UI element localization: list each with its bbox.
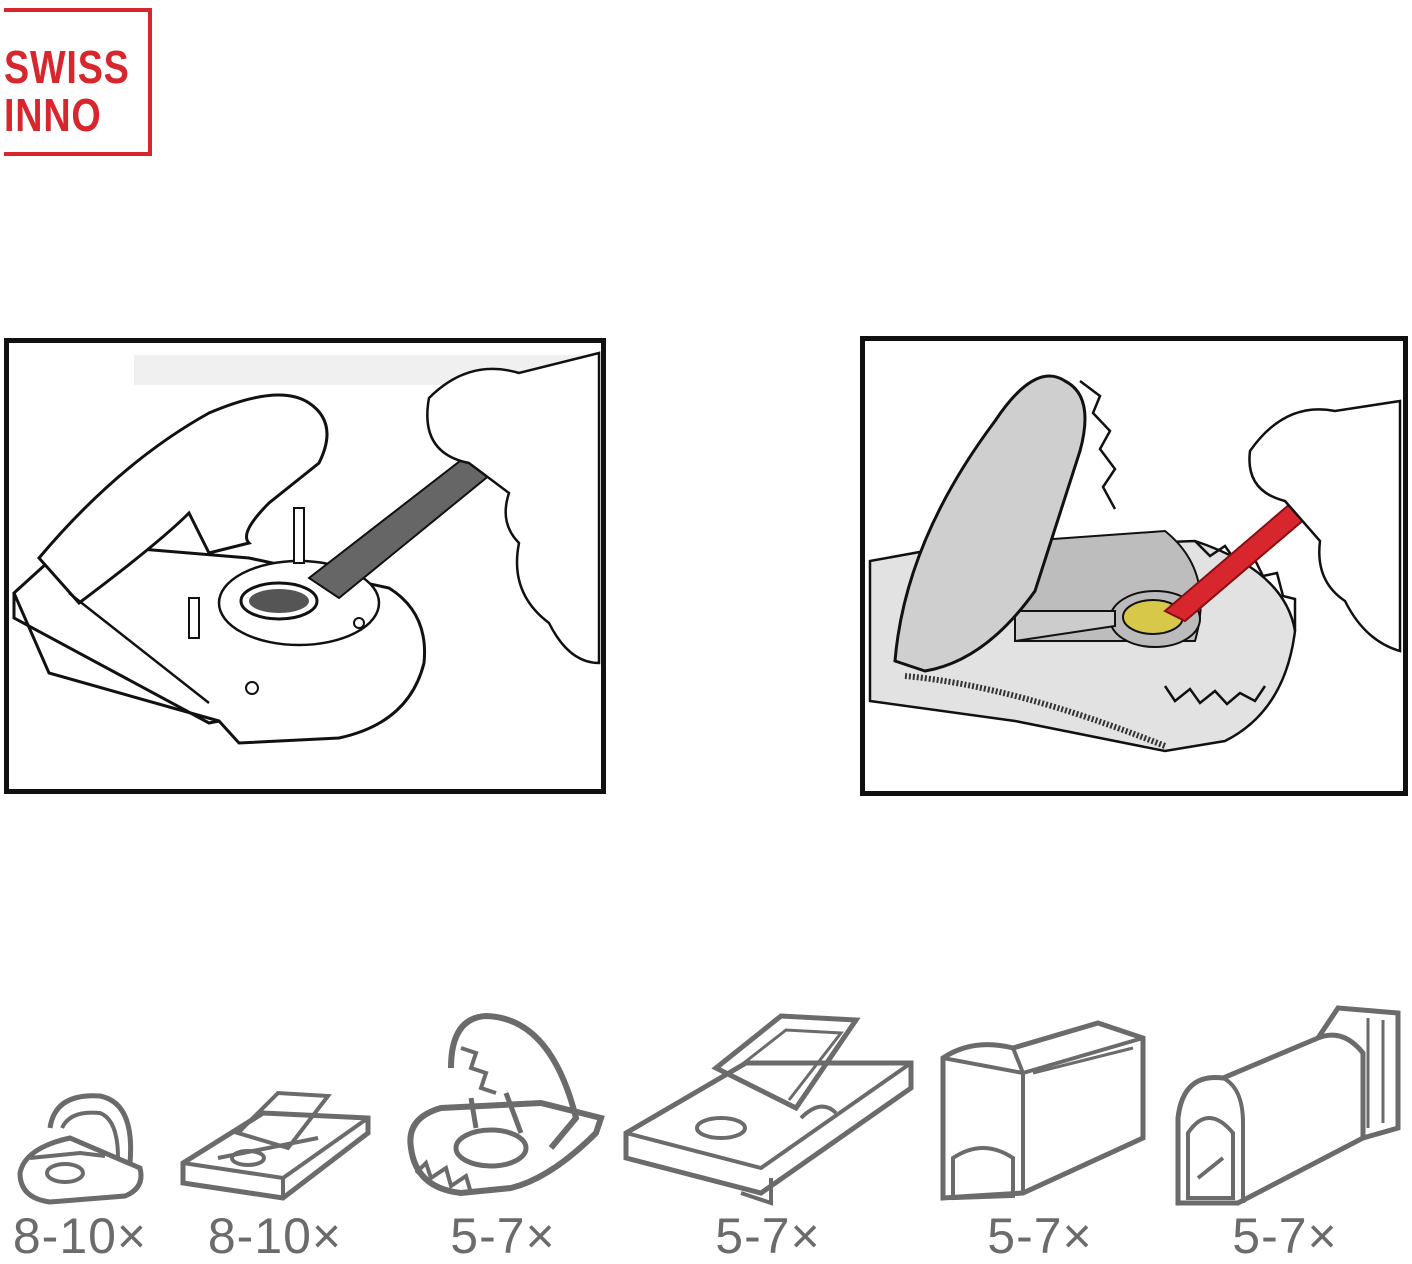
trap-usage-count: 5-7× xyxy=(987,1208,1093,1264)
trap-item: 5-7× xyxy=(618,1008,918,1264)
box-trap-icon xyxy=(940,1020,1145,1201)
trap-usage-count: 5-7× xyxy=(450,1208,556,1264)
wooden-snap-trap-icon xyxy=(180,1090,370,1201)
trap-item: 5-7× xyxy=(398,1008,608,1264)
trap-item: 5-7× xyxy=(930,1018,1150,1264)
illustration-panel-right xyxy=(860,336,1408,796)
tunnel-trap-icon xyxy=(1175,1005,1400,1206)
trap-item: 8-10× xyxy=(5,1078,155,1264)
large-snap-trap-icon xyxy=(623,1013,913,1206)
trap-baiting-gray-illustration xyxy=(12,351,601,745)
logo-text-line2: INNO xyxy=(4,89,102,141)
trap-item: 8-10× xyxy=(175,1078,375,1264)
logo-text-line1: SWISS xyxy=(4,41,130,93)
compatible-traps-row: 8-10× 8-10× 5-7× xyxy=(0,975,1412,1264)
trap-item: 5-7× xyxy=(1165,998,1405,1264)
jaw-trap-icon xyxy=(406,1012,605,1197)
small-mouse-trap-icon xyxy=(17,1093,144,1205)
swiss-inno-logo: SWISS INNO xyxy=(4,8,152,156)
illustration-panel-left xyxy=(4,338,606,794)
trap-usage-count: 5-7× xyxy=(1232,1208,1338,1264)
trap-usage-count: 8-10× xyxy=(207,1208,343,1264)
trap-usage-count: 8-10× xyxy=(12,1208,148,1264)
trap-baiting-red-illustration xyxy=(868,374,1402,753)
trap-usage-count: 5-7× xyxy=(715,1208,821,1264)
